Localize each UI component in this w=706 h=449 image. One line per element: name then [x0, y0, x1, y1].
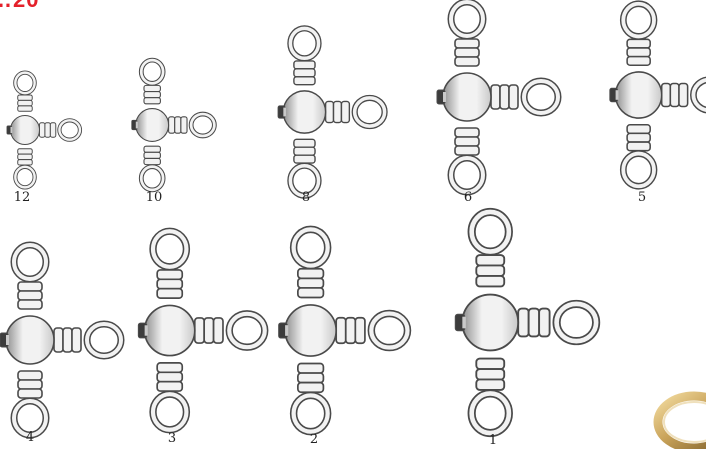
size-label-8: 8 [301, 190, 311, 205]
cross-line-swivel-1 [454, 207, 601, 438]
size-label-5: 5 [637, 190, 647, 205]
cross-line-swivel-2 [278, 225, 412, 436]
size-label-10: 10 [145, 190, 163, 205]
split-ring-icon [653, 391, 706, 449]
cross-line-swivel-6 [436, 0, 562, 196]
cross-line-swivel-4 [0, 241, 125, 439]
cross-line-swivel-5 [609, 0, 706, 190]
size-label-6: 6 [463, 190, 473, 205]
size-label-12: 12 [13, 190, 31, 205]
corner-heading: …20 [0, 0, 39, 13]
size-label-4: 4 [25, 430, 35, 445]
cross-line-swivel-8 [277, 25, 388, 199]
size-label-1: 1 [488, 433, 498, 448]
size-label-2: 2 [309, 432, 319, 447]
cross-line-swivel-10 [131, 57, 217, 193]
cross-line-swivel-12 [6, 70, 83, 190]
cross-line-swivel-3 [137, 227, 269, 434]
size-label-3: 3 [167, 431, 177, 446]
